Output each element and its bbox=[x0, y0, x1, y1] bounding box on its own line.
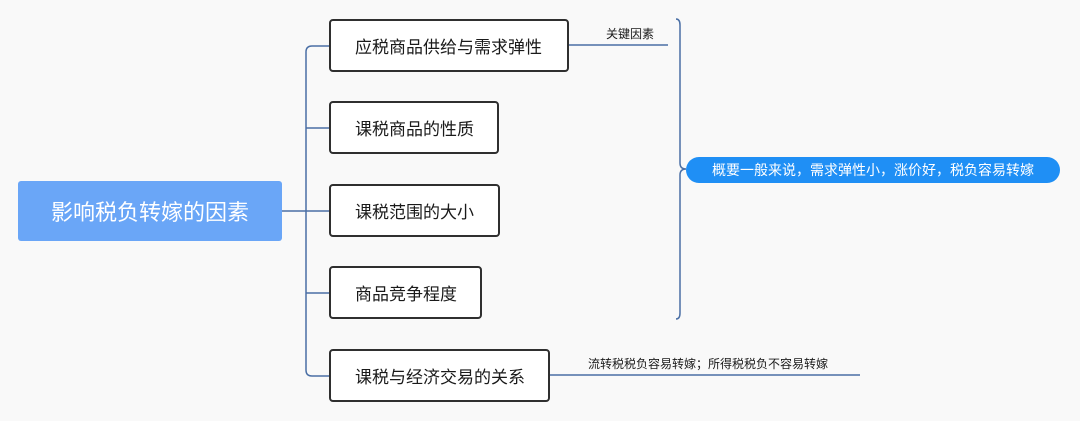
root-node[interactable]: 影响税负转嫁的因素 bbox=[18, 181, 282, 241]
branch-node-competition-degree[interactable]: 商品竞争程度 bbox=[329, 266, 482, 319]
branch-node-label: 应税商品供给与需求弹性 bbox=[355, 38, 542, 58]
root-node-label: 影响税负转嫁的因素 bbox=[50, 201, 249, 226]
summary-brace bbox=[675, 18, 687, 320]
branch-node-label: 商品竞争程度 bbox=[355, 285, 457, 305]
branch-node-commodity-nature[interactable]: 课税商品的性质 bbox=[329, 101, 499, 154]
branch-node-label: 课税范围的大小 bbox=[355, 203, 474, 223]
note-key-factor[interactable]: 关键因素 bbox=[606, 27, 655, 41]
branch-node-supply-demand-elasticity[interactable]: 应税商品供给与需求弹性 bbox=[329, 19, 569, 72]
summary-node[interactable]: 概要一般来说，需求弹性小，涨价好，税负容易转嫁 bbox=[686, 157, 1060, 183]
summary-node-label: 概要一般来说，需求弹性小，涨价好，税负容易转嫁 bbox=[712, 163, 1034, 179]
branch-node-tax-scope[interactable]: 课税范围的大小 bbox=[329, 184, 500, 237]
branch-node-label: 课税商品的性质 bbox=[355, 120, 474, 140]
branch-node-label: 课税与经济交易的关系 bbox=[355, 368, 525, 388]
note-turnover-vs-income-tax[interactable]: 流转税税负容易转嫁；所得税税负不容易转嫁 bbox=[588, 357, 829, 371]
branch-node-tax-economic-transaction[interactable]: 课税与经济交易的关系 bbox=[329, 349, 550, 402]
